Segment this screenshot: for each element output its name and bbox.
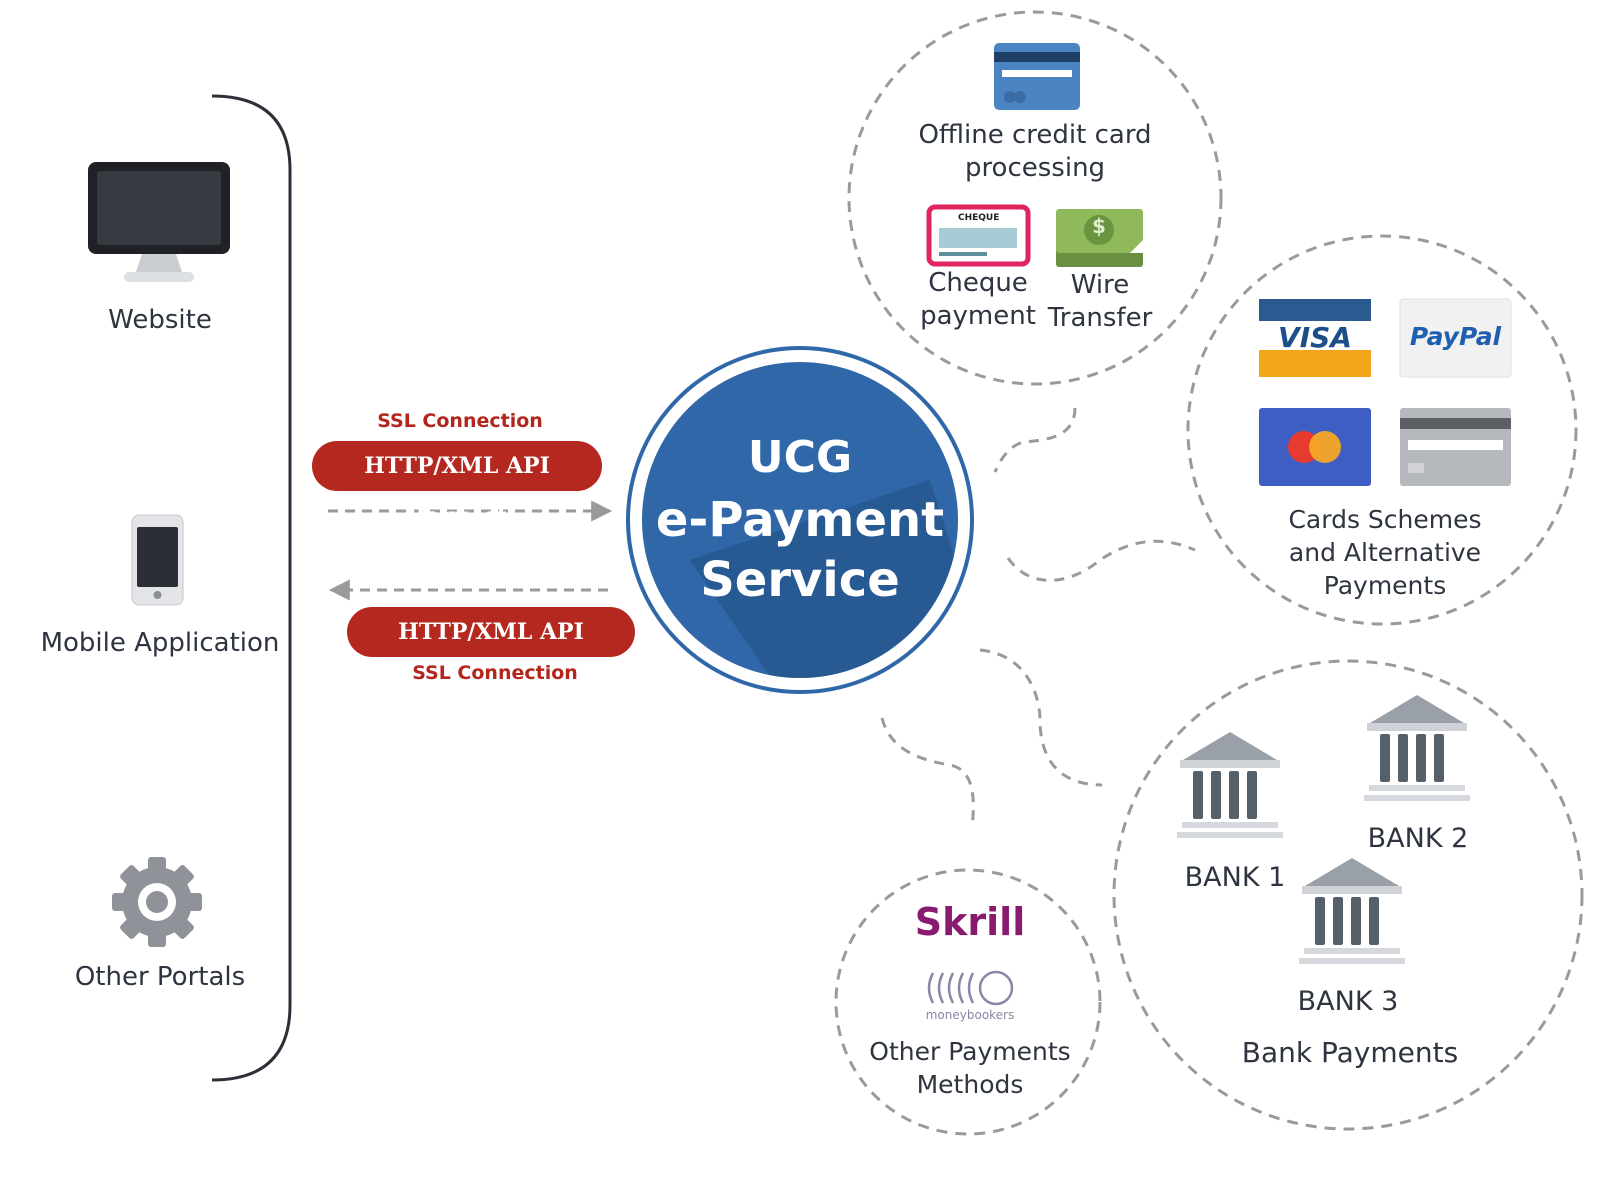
- cheque-icon-text: CHEQUE: [958, 213, 1000, 223]
- wire-label-line1: Wire: [1070, 270, 1130, 300]
- paypal-icon: [1399, 298, 1512, 378]
- visa-icon: [1259, 299, 1371, 377]
- bank-icon: [1299, 858, 1405, 964]
- cards-title-line2: and Alternative: [1288, 538, 1482, 567]
- bank3-label: BANK 3: [1297, 986, 1399, 1017]
- request-pill: HTTP/XML API Request: [312, 441, 602, 529]
- money-icon: [1056, 209, 1143, 267]
- hub-title-line3: Service: [700, 552, 900, 608]
- cheque-label-line1: Cheque: [928, 268, 1028, 298]
- bank-group-circle: [1112, 659, 1584, 1131]
- smartphone-icon: [131, 514, 184, 606]
- offline-group-circle: [847, 10, 1223, 386]
- bank-icon: [1364, 695, 1470, 801]
- dollar-glyph: $: [1092, 214, 1106, 238]
- skrill-logo-text: Skrill: [914, 900, 1026, 944]
- offline-title-line1: Offline credit card: [918, 120, 1152, 150]
- response-pill: HTTP/XML API Response: [347, 607, 635, 695]
- gear-icon: [112, 857, 202, 947]
- connectors: [880, 407, 1196, 829]
- offline-title-line2: processing: [964, 153, 1106, 183]
- moneybookers-logo: [927, 970, 1014, 1006]
- mobile-application-label: Mobile Application: [40, 628, 280, 658]
- clients-bracket: [211, 94, 292, 1082]
- hub-title-line1: UCG: [747, 432, 853, 483]
- bank2-label: BANK 2: [1367, 823, 1469, 854]
- generic-card-icon: [1400, 408, 1511, 486]
- other-title-line1: Other Payments: [869, 1037, 1071, 1066]
- bank-payments-title: Bank Payments: [1241, 1036, 1459, 1069]
- cards-group-circle: [1186, 234, 1578, 626]
- cards-title-line1: Cards Schemes: [1288, 505, 1482, 534]
- other-title-line2: Methods: [916, 1070, 1024, 1099]
- cards-title-line3: Payments: [1323, 571, 1447, 600]
- other-group-circle: [834, 868, 1102, 1136]
- hub-title-line2: e-Payment: [655, 492, 945, 548]
- wire-label-line2: Transfer: [1047, 303, 1153, 333]
- response-ssl-label: SSL Connection: [412, 662, 578, 684]
- other-portals-label: Other Portals: [74, 962, 246, 992]
- bank1-label: BANK 1: [1184, 862, 1286, 893]
- monitor-icon: [88, 162, 230, 282]
- cheque-icon: [926, 204, 1031, 267]
- website-label: Website: [108, 305, 212, 335]
- visa-logo-text: VISA: [1278, 321, 1352, 354]
- cheque-label-line2: payment: [920, 301, 1036, 331]
- bank-icon: [1177, 732, 1283, 838]
- moneybookers-logo-text: moneybookers: [925, 1008, 1015, 1022]
- paypal-logo-text: PayPal: [1409, 322, 1502, 351]
- mastercard-icon: [1259, 408, 1371, 486]
- credit-card-icon: [994, 43, 1080, 110]
- hub-circle: [626, 346, 974, 694]
- request-ssl-label: SSL Connection: [377, 410, 543, 432]
